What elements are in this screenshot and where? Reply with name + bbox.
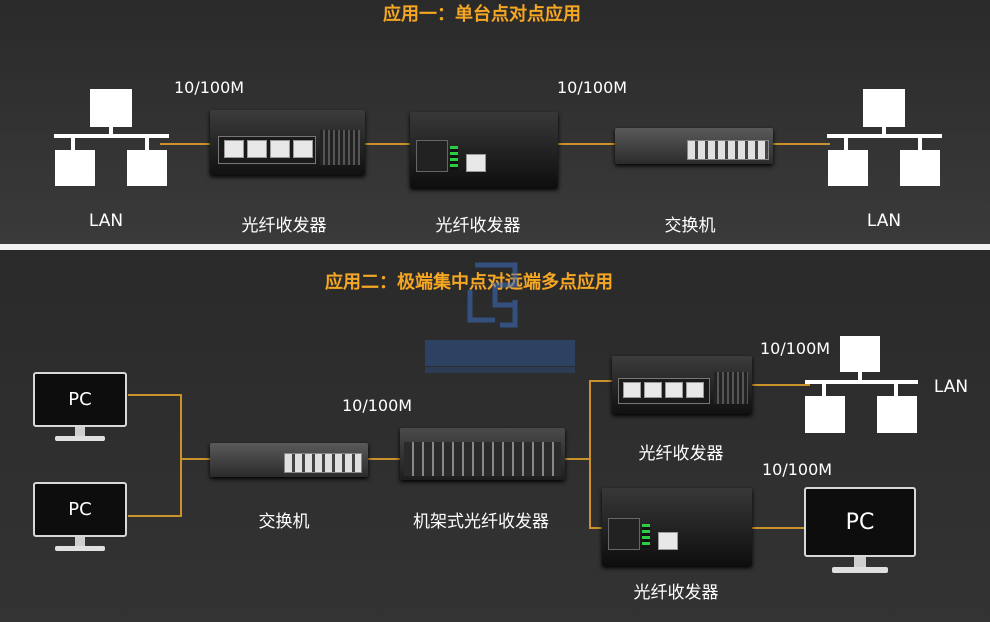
link-line [589,380,613,382]
section-divider [0,244,990,250]
link-line [589,380,591,528]
pc-monitor-2: PC [33,482,127,554]
label-converter-remote-1: 光纤收发器 [638,444,724,464]
network-switch-1 [615,128,773,164]
label-lan-remote: LAN [933,377,969,397]
label-converter-1: 光纤收发器 [241,216,327,236]
link-line [180,458,212,460]
pc-label-3: PC [804,487,916,557]
link-line [752,384,810,386]
fiber-converter-sc-remote [602,488,752,566]
label-lan-left: LAN [88,211,124,231]
section2-title: 应用二：极端集中点对远端多点应用 [325,272,613,293]
speed-label-2: 10/100M [557,78,628,97]
speed-label-3: 10/100M [342,396,413,415]
label-rack-converter: 机架式光纤收发器 [413,512,549,532]
speed-label-1: 10/100M [174,78,245,97]
watermark-logo-icon [425,262,575,373]
label-converter-2: 光纤收发器 [435,216,521,236]
link-line [589,527,605,529]
label-switch-1: 交换机 [664,216,716,236]
pc-monitor-1: PC [33,372,127,444]
pc-monitor-3: PC [804,487,916,575]
label-switch-2: 交换机 [258,512,310,532]
link-line [128,515,181,517]
rack-fiber-converter [400,428,565,480]
section1-title: 应用一：单台点对点应用 [383,4,581,25]
pc-label-2: PC [33,482,127,537]
link-line [565,458,590,460]
link-line [128,394,181,396]
network-switch-2 [210,443,368,477]
link-line [752,527,804,529]
fiber-converter-4port [210,110,365,175]
label-lan-right: LAN [866,211,902,231]
label-converter-remote-2: 光纤收发器 [633,583,719,603]
fiber-converter-sc [410,112,558,188]
link-line [180,394,182,517]
speed-label-4: 10/100M [760,339,831,358]
fiber-converter-4port-remote [612,356,752,414]
speed-label-5: 10/100M [762,460,833,479]
link-line [368,458,403,460]
pc-label-1: PC [33,372,127,427]
